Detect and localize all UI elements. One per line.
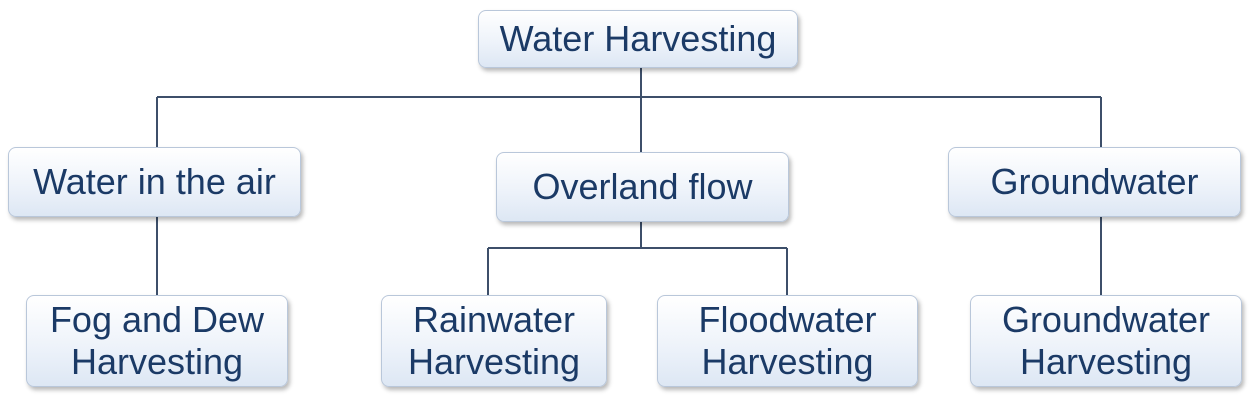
root-node-label: Water Harvesting xyxy=(499,18,777,59)
node-water-in-the-air-label: Water in the air xyxy=(33,161,276,202)
node-rainwater-line2: Harvesting xyxy=(407,341,581,382)
node-groundwater-harvesting: Groundwater Harvesting xyxy=(970,295,1242,387)
node-fog-and-dew-harvesting: Fog and Dew Harvesting xyxy=(26,295,288,387)
node-fog-and-dew-line2: Harvesting xyxy=(70,341,244,382)
node-groundwater-harvesting-line1: Groundwater xyxy=(1001,299,1211,340)
node-fog-and-dew-line1: Fog and Dew xyxy=(49,299,265,340)
node-groundwater: Groundwater xyxy=(948,147,1241,217)
node-overland-flow-label: Overland flow xyxy=(532,166,753,207)
node-rainwater-line1: Rainwater xyxy=(412,299,576,340)
node-floodwater-harvesting: Floodwater Harvesting xyxy=(657,295,918,387)
node-rainwater-harvesting: Rainwater Harvesting xyxy=(381,295,607,387)
node-water-in-the-air: Water in the air xyxy=(8,147,301,217)
root-node-water-harvesting: Water Harvesting xyxy=(478,10,798,68)
node-floodwater-line1: Floodwater xyxy=(698,299,877,340)
node-floodwater-line2: Harvesting xyxy=(701,341,874,382)
node-groundwater-harvesting-line2: Harvesting xyxy=(1019,341,1193,382)
node-groundwater-label: Groundwater xyxy=(990,161,1199,202)
node-overland-flow: Overland flow xyxy=(496,152,789,222)
